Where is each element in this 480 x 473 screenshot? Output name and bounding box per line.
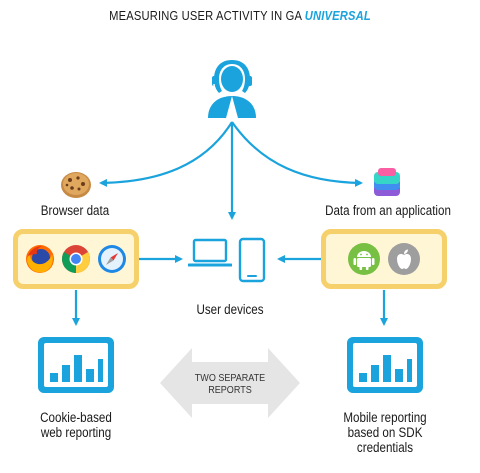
web-reporting-line-1: Cookie-based (40, 410, 112, 425)
apple-icon (388, 243, 420, 275)
two-reports-label: TWO SEPARATE REPORTS (187, 372, 273, 396)
browser-data-label: Browser data (40, 203, 110, 218)
diagram-title: MEASURING USER ACTIVITY IN GA UNIVERSAL (34, 8, 447, 23)
bar-chart-icon (38, 337, 114, 393)
arrow-user-to-app (231, 121, 363, 187)
web-reporting-label: Cookie-based web reporting (24, 410, 127, 440)
app-data-label: Data from an application (325, 203, 451, 218)
app-panel (321, 229, 447, 289)
two-reports-line-2: REPORTS (208, 384, 252, 396)
user-devices-label: User devices (196, 302, 264, 317)
arrow-user-to-browser (99, 121, 233, 187)
mobile-reporting-line-2: based on SDK (347, 425, 423, 440)
firefox-icon (26, 245, 54, 273)
double-arrow-shape (160, 348, 300, 418)
mobile-reporting-line-1: Mobile reporting (343, 410, 427, 425)
mobile-reporting-line-3: credentials (356, 440, 414, 455)
web-reporting-line-2: web reporting (40, 425, 112, 440)
cookie-icon (61, 172, 91, 198)
laptop-icon (188, 238, 232, 267)
smartphone-icon (238, 237, 266, 283)
android-icon (348, 243, 380, 275)
safari-icon (98, 245, 126, 273)
app-stack-icon (374, 168, 400, 196)
two-reports-line-1: TWO SEPARATE (194, 372, 266, 384)
chrome-icon (62, 245, 90, 273)
user-headset-icon (208, 60, 256, 118)
bar-chart-icon (347, 337, 423, 393)
title-accent: UNIVERSAL (304, 8, 371, 23)
mobile-reporting-label: Mobile reporting based on SDK credential… (329, 410, 441, 455)
title-main: MEASURING USER ACTIVITY IN GA (109, 8, 302, 23)
